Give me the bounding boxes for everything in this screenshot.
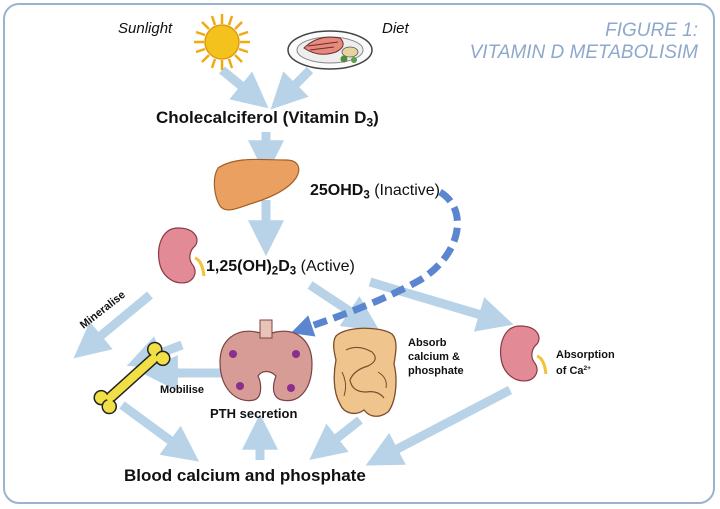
bone-icon [93, 341, 171, 415]
arrow-sunlight-to-cholecalciferol [219, 66, 269, 109]
arrow-diet-to-cholecalciferol [270, 66, 314, 110]
blood-calcium-label: Blood calcium and phosphate [124, 466, 366, 485]
liver-icon [213, 158, 300, 211]
parathyroid-gland-icon [219, 319, 313, 402]
figure-title-line1: FIGURE 1: [605, 20, 698, 41]
arrow-to-mineralise [73, 291, 153, 359]
intestine-icon [333, 327, 397, 417]
kidney-left-icon [157, 227, 206, 284]
active-vitamin-d-label: 1,25(OH)2D3 (Active) [206, 258, 355, 278]
kidney-right-icon [499, 325, 548, 382]
dashed-arrow-25ohd3-to-parathyroid [290, 189, 461, 337]
pth-secretion-label: PTH secretion [210, 406, 298, 421]
absorption-label: Absorption of Ca2+ [556, 349, 615, 377]
figure-title-line2: VITAMIN D METABOLISIM [469, 42, 698, 63]
absorb-label: Absorb calcium & phosphate [408, 337, 464, 377]
arrow-kidney-to-blood [365, 386, 513, 466]
sunlight-label: Sunlight [118, 20, 173, 37]
arrow-active-to-kidney-right [368, 277, 514, 332]
diet-label: Diet [382, 20, 409, 37]
arrow-active-to-intestine [307, 281, 380, 331]
cholecalciferol-label: Cholecalciferol (Vitamin D3) [156, 108, 379, 130]
sun-icon [194, 14, 250, 70]
25ohd3-label: 25OHD3 (Inactive) [310, 182, 441, 202]
mobilise-label: Mobilise [160, 384, 205, 396]
diet-plate-icon [287, 30, 373, 70]
figure-title: FIGURE 1: VITAMIN D METABOLISIM [470, 20, 698, 64]
arrow-intestine-to-blood [309, 416, 363, 461]
arrow-bone-to-blood [119, 401, 200, 462]
